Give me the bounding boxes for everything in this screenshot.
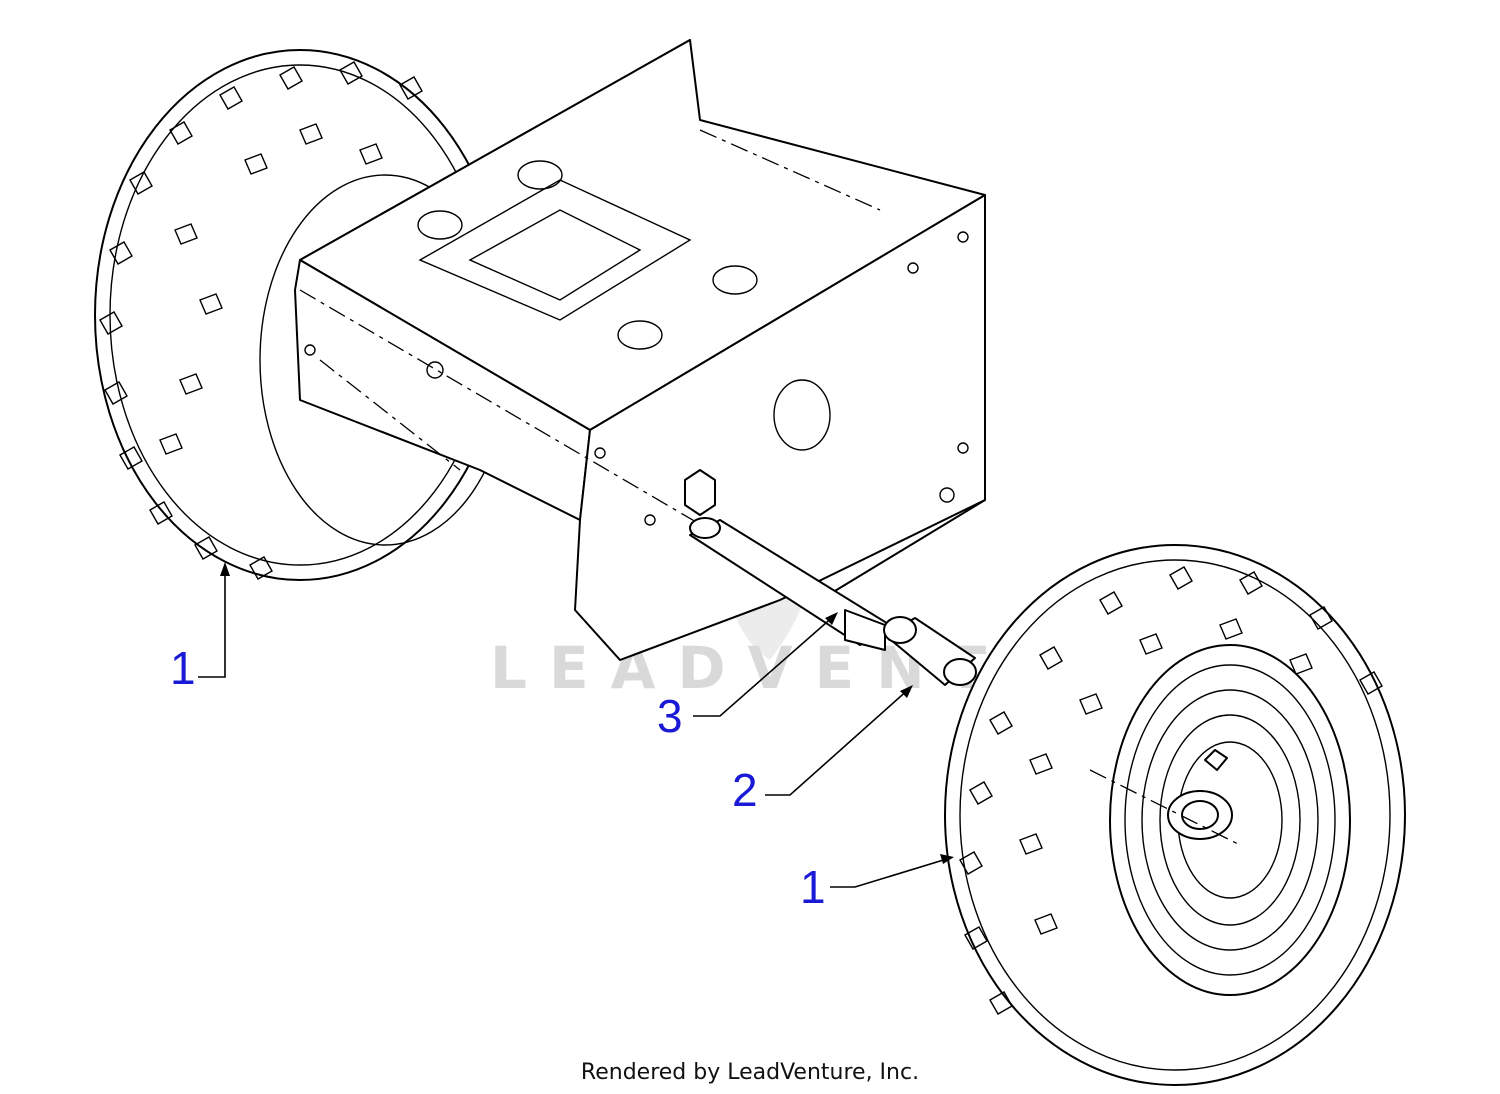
spacer (883, 616, 977, 686)
tread-right-icon (959, 566, 1383, 1015)
callout-label: 1 (170, 642, 196, 694)
callout-spacer: 2 (732, 685, 913, 816)
axle (689, 517, 891, 651)
wheel-right (944, 544, 1406, 1086)
callout-label: 1 (800, 861, 826, 913)
callout-wheel-right: 1 (800, 854, 954, 913)
footer-credit: Rendered by LeadVenture, Inc. (580, 1060, 920, 1085)
tread-left-icon (99, 61, 423, 580)
callout-label: 2 (732, 764, 758, 816)
callout-label: 3 (657, 690, 683, 742)
callout-wheel-left: 1 (170, 562, 230, 694)
frame (294, 39, 1001, 701)
callout-axle: 3 (657, 612, 838, 742)
